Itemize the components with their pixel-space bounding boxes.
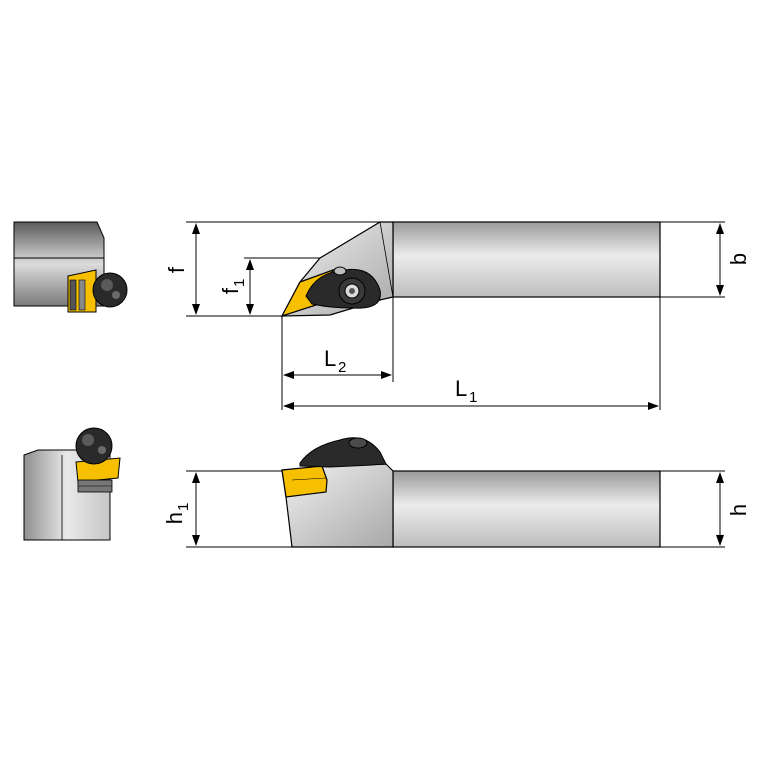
svg-text:f: f xyxy=(218,287,243,294)
shank-side xyxy=(392,470,661,548)
carbide-insert-side xyxy=(281,465,328,498)
svg-text:1: 1 xyxy=(469,389,477,406)
lever-clamp-icon xyxy=(75,427,113,465)
label-f1: f 1 xyxy=(218,279,248,294)
label-L1: L 1 xyxy=(455,376,477,406)
label-b: b xyxy=(726,253,751,265)
end-view-bottom xyxy=(23,427,121,541)
label-L2: L 2 xyxy=(324,346,346,376)
top-view xyxy=(280,221,661,318)
svg-text:2: 2 xyxy=(338,359,346,376)
side-view xyxy=(281,437,661,548)
svg-text:1: 1 xyxy=(231,279,248,287)
svg-text:L: L xyxy=(324,346,336,371)
carbide-insert-icon xyxy=(67,269,97,313)
svg-text:1: 1 xyxy=(175,503,192,511)
lever-clamp-top xyxy=(305,266,381,309)
end-view-top xyxy=(13,221,128,313)
dimensions xyxy=(186,221,725,548)
label-h: h xyxy=(726,504,751,516)
label-f: f xyxy=(164,266,189,273)
lever-clamp-icon xyxy=(92,272,128,308)
svg-text:h: h xyxy=(162,512,187,524)
label-h1: h 1 xyxy=(162,503,192,525)
svg-text:L: L xyxy=(455,376,467,401)
shank-top xyxy=(392,221,661,298)
lever-clamp-side xyxy=(299,437,387,468)
arrowheads xyxy=(192,223,724,546)
